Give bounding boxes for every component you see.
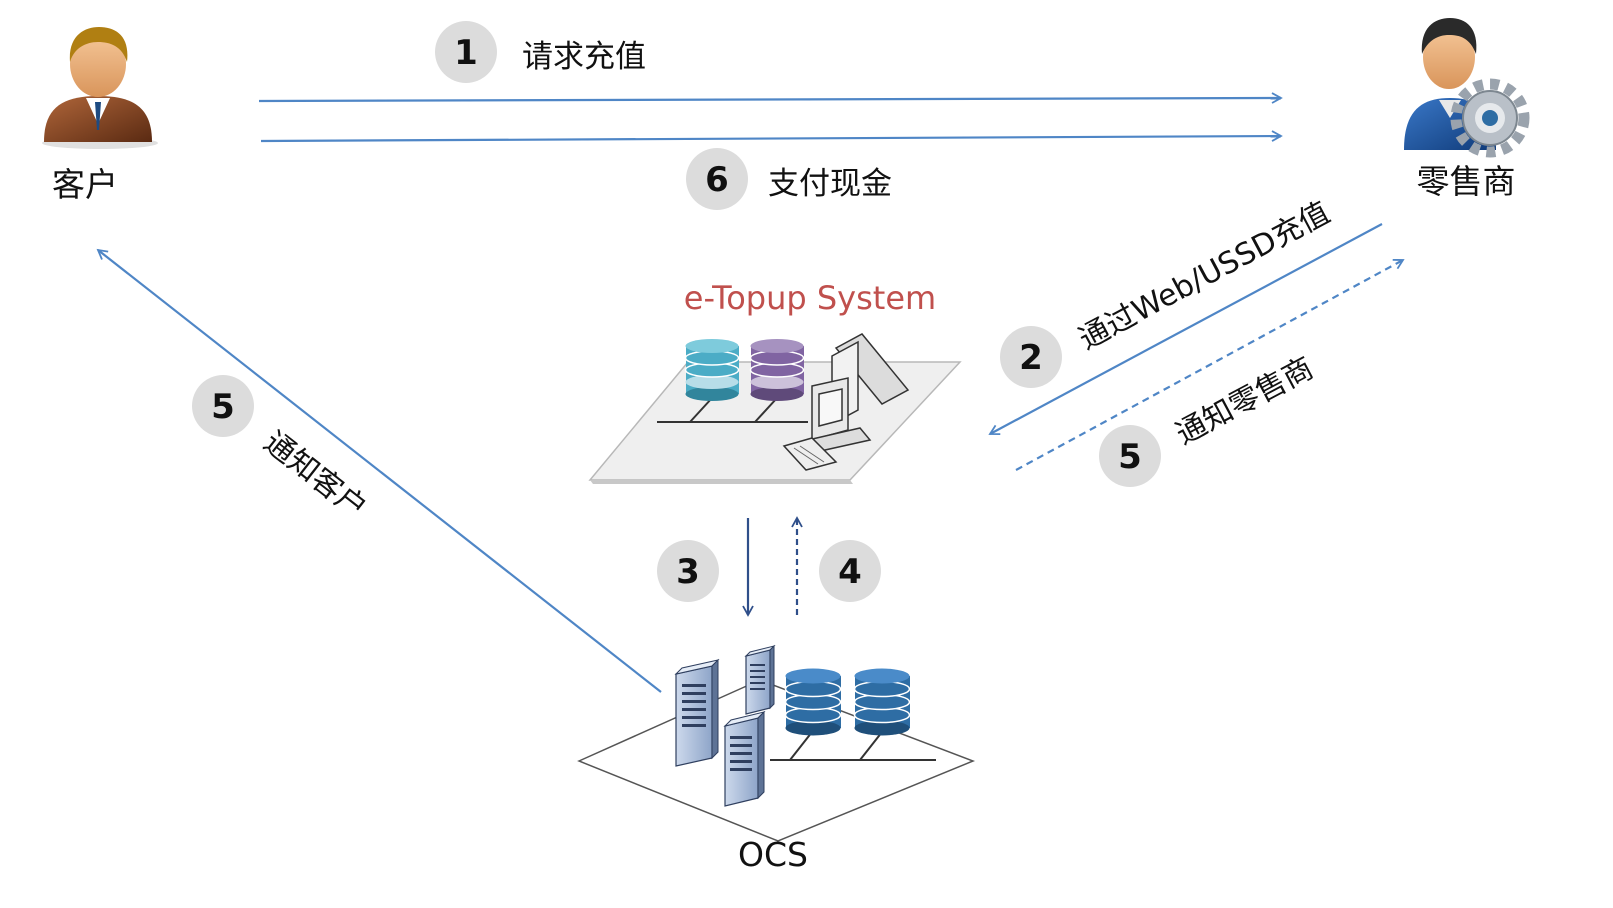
server-icon [744,644,776,715]
step-number: 4 [838,552,862,592]
step-label: 支付现金 [768,166,892,202]
step-number: 5 [1118,437,1142,477]
step-5-retailer: 5 通知零售商 [1099,351,1319,487]
step-number: 2 [1019,338,1043,378]
etopup-system: e-Topup System [588,279,962,484]
step-badge [1099,425,1161,487]
step-label: 通知客户 [257,425,373,526]
customer-person-icon [42,27,158,149]
customer-label: 客户 [52,165,118,204]
purple-database-icon [749,339,805,401]
teal-database-icon [684,339,740,401]
ocs-database-icon [853,668,911,736]
step-badge [435,21,497,83]
retailer-actor: 零售商 [1404,18,1530,201]
step-number: 1 [454,33,478,73]
step-6: 6 支付现金 [686,148,892,210]
step-badge [1000,326,1062,388]
step-badge [657,540,719,602]
step-label: 通知零售商 [1170,351,1319,452]
link [689,397,713,423]
ocs-system: OCS [577,644,976,874]
step-5-customer: 5 通知客户 [192,375,373,526]
arrow-notify-retailer [1015,258,1405,471]
arrow-pay-cash [260,130,1283,143]
step-label: 通过Web/USSD充值 [1073,195,1335,357]
customer-actor: 客户 [42,27,158,204]
flow-arrows [96,92,1405,693]
link [789,731,813,761]
server-icon [674,658,720,767]
gear-icon [1450,78,1530,158]
etopup-system-title: e-Topup System [684,279,936,317]
step-number: 5 [211,387,235,427]
step-1: 1 请求充值 [435,21,646,83]
workstation-icon [782,333,910,471]
step-4: 4 [819,540,881,602]
keyboard-icon [782,437,838,471]
platform-shadow [590,480,853,484]
step-label: 请求充值 [522,39,646,75]
step-3: 3 [657,540,719,602]
ocs-label: OCS [738,835,808,874]
link [754,397,778,423]
arrow-web-ussd-topup [988,223,1383,436]
ocs-database-icon [784,668,842,736]
server-icon [723,710,766,807]
arrow-notify-customer [96,248,662,693]
step-badge [686,148,748,210]
step-number: 6 [705,160,729,200]
arrow-request-topup [258,92,1283,104]
step-badge [192,375,254,437]
retailer-label: 零售商 [1417,162,1516,201]
step-badge [819,540,881,602]
link [859,731,883,761]
step-number: 3 [676,552,700,592]
